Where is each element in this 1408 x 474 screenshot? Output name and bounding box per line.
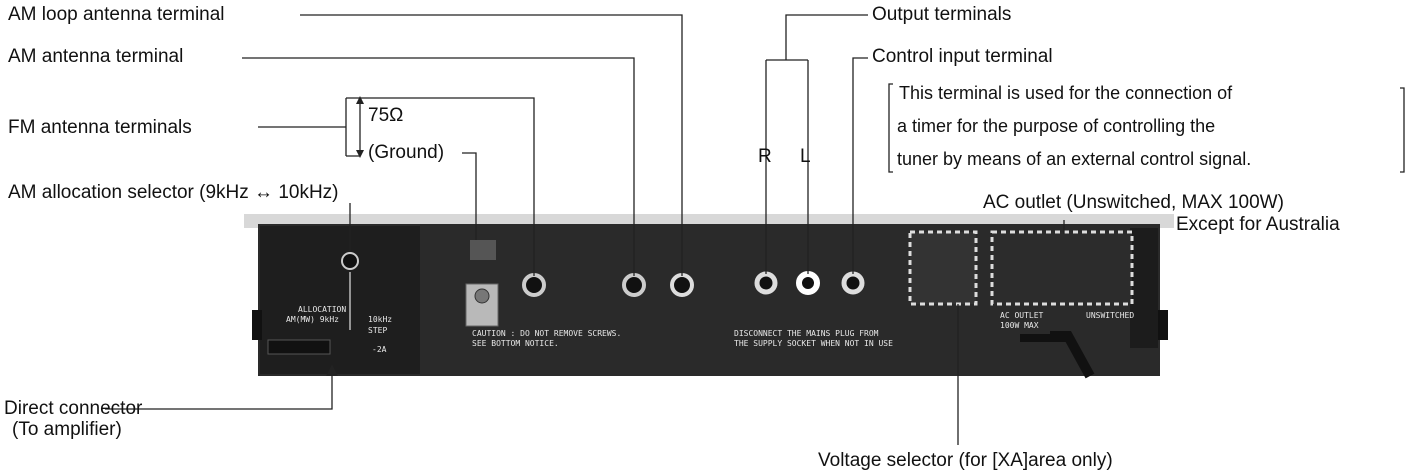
panel-left-tab: [252, 310, 262, 340]
am-loop-jack: [670, 273, 694, 297]
am-antenna-leader: [242, 57, 635, 276]
output-l-jack: [796, 271, 820, 295]
allocation-switch: [341, 252, 359, 270]
panel-code-text: -2A: [372, 345, 387, 354]
control-leader: [852, 57, 868, 274]
ac-outlet-label: AC outlet (Unswitched, MAX 100W): [983, 192, 1284, 213]
fm-terminal-plate: [470, 240, 496, 260]
direct-leader: [105, 370, 333, 410]
note-line-3: tuner by means of an external control si…: [897, 149, 1252, 169]
except-australia-label: Except for Australia: [1176, 214, 1340, 235]
panel-step-text: STEP: [368, 326, 387, 335]
direct-arrow: [326, 364, 338, 376]
output-terminals-label: Output terminals: [872, 4, 1012, 25]
direct-connector-label: Direct connector: [4, 398, 143, 419]
ground-label: (Ground): [368, 142, 445, 163]
note-line-1: This terminal is used for the connection…: [899, 83, 1233, 103]
ac-outlet-area: [990, 230, 1134, 306]
voltage-selector-label: Voltage selector (for [XA]area only): [818, 450, 1113, 471]
panel-mains-text-2: THE SUPPLY SOCKET WHEN NOT IN USE: [734, 339, 893, 348]
panel-right-tab: [1158, 310, 1168, 340]
am-antenna-jack-2: [622, 273, 646, 297]
note-line-2: a timer for the purpose of controlling t…: [897, 116, 1216, 136]
direct-connector-socket: [267, 339, 331, 355]
control-input-jack: [841, 271, 865, 295]
fm-upper-leader: [360, 97, 535, 276]
note-bracket-left: [888, 83, 893, 173]
ohm-label: 75Ω: [368, 105, 404, 126]
note-bracket-right: [1400, 87, 1405, 173]
panel-alloc-sub-text: AM(MW) 9kHz: [286, 315, 339, 324]
left-channel-label: L: [800, 146, 811, 167]
leader-lines: [105, 14, 1065, 445]
panel-10khz-text: 10kHz: [368, 315, 392, 324]
fm-terminal-screw: [474, 288, 490, 304]
output-r-jack: [754, 271, 778, 295]
control-input-label: Control input terminal: [872, 46, 1053, 67]
fm-arrow-down: [356, 150, 364, 158]
panel-caution-text-2: SEE BOTTOM NOTICE.: [472, 339, 559, 348]
output-leader: [765, 14, 868, 274]
direct-connector-sub-label: (To amplifier): [12, 419, 122, 440]
fm-arrow-up: [356, 96, 364, 104]
panel-unswitched-text: UNSWITCHED: [1086, 311, 1134, 320]
ground-leader: [462, 152, 477, 240]
panel-max-text: 100W MAX: [1000, 321, 1039, 330]
voltage-selector-area: [908, 230, 978, 306]
am-antenna-label: AM antenna terminal: [8, 46, 184, 67]
right-channel-label: R: [758, 146, 772, 167]
fm-leader: [258, 97, 361, 157]
panel-ac-outlet-text: AC OUTLET: [1000, 311, 1044, 320]
panel-caution-text-1: CAUTION : DO NOT REMOVE SCREWS.: [472, 329, 621, 338]
panel-right-cap: [1130, 228, 1158, 348]
am-antenna-jack: [522, 273, 546, 297]
am-loop-antenna-label: AM loop antenna terminal: [8, 4, 225, 25]
panel-allocation-text: ALLOCATION: [298, 305, 346, 314]
fm-antenna-label: FM antenna terminals: [8, 117, 192, 138]
am-loop-leader: [300, 14, 683, 276]
panel-mains-text-1: DISCONNECT THE MAINS PLUG FROM: [734, 329, 879, 338]
am-allocation-label: AM allocation selector (9kHz ↔ 10kHz): [8, 182, 339, 203]
